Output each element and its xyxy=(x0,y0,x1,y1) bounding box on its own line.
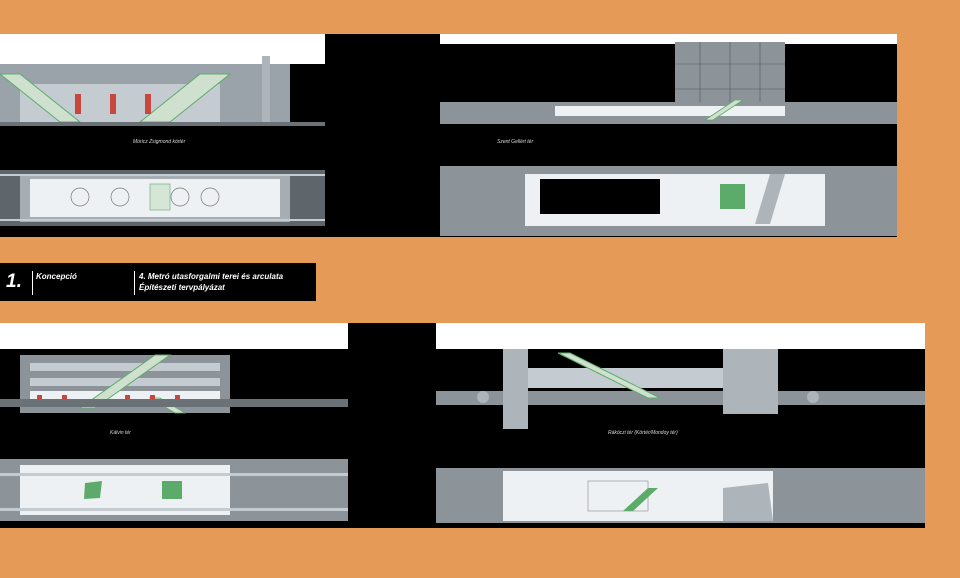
sheet-subtitle: Építészeti tervpályázat xyxy=(139,283,225,292)
kalvin-section-drawing xyxy=(0,323,348,521)
drawing-panel-gellert: Szent Gellért tér xyxy=(325,34,897,237)
drawing-panel-moricz: Móricz Zsigmond körtér xyxy=(0,34,325,237)
gellert-section-drawing xyxy=(440,34,897,236)
station-caption-rakoczi: Rákóczi tér (Körtér/Mondoy tér) xyxy=(608,430,678,436)
moricz-section-drawing xyxy=(0,34,325,226)
sheet-title-block: 1. Koncepció 4. Metró utasforgalmi terei… xyxy=(0,263,316,301)
sheet-section: Koncepció xyxy=(36,272,77,281)
drawing-panel-kalvin: Kálvin tér xyxy=(0,323,348,528)
title-divider xyxy=(134,271,135,295)
drawing-panel-rakoczi: Rákóczi tér (Körtér/Mondoy tér) xyxy=(348,323,925,528)
title-divider xyxy=(32,271,33,295)
station-caption-gellert: Szent Gellért tér xyxy=(497,139,534,145)
rakoczi-section-drawing xyxy=(436,323,925,523)
sheet-title: 4. Metró utasforgalmi terei és arculata xyxy=(139,272,284,281)
sheet-number: 1. xyxy=(6,271,22,292)
station-caption-kalvin: Kálvin tér xyxy=(110,430,131,436)
station-caption-moricz: Móricz Zsigmond körtér xyxy=(133,139,186,145)
